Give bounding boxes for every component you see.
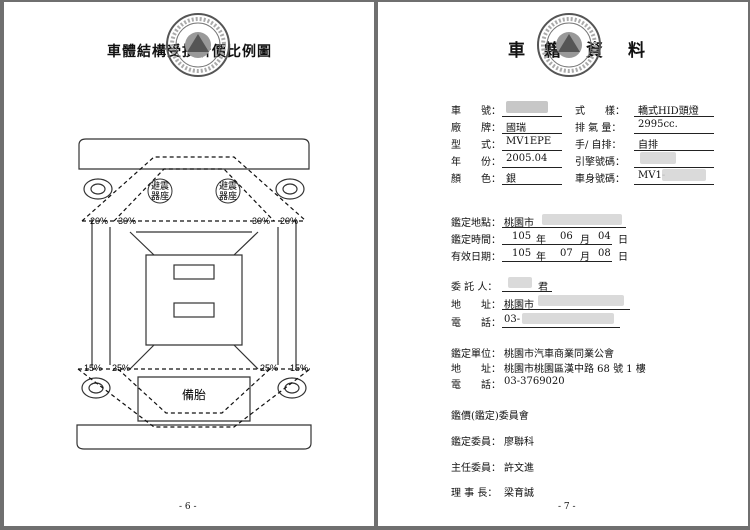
brand-label: 廠 牌： (451, 123, 501, 134)
redacted-client-name (508, 277, 532, 288)
appraiser-label: 鑑定委員： (451, 437, 501, 448)
redacted-location (542, 214, 622, 225)
month-char: 月 (580, 235, 590, 246)
appraisal-time-day: 04 (598, 231, 611, 242)
style-value: 轎式HID頭燈 (638, 106, 699, 117)
displacement-label: 排 氣 量： (575, 123, 622, 134)
unit-phone-label: 電 話： (451, 380, 501, 391)
appraisal-time-month: 06 (560, 231, 573, 242)
underline (502, 150, 562, 151)
pct-rear-left-outer: 15% (84, 363, 102, 373)
chair-label: 主任委員： (451, 463, 501, 474)
year-label: 年 份： (451, 157, 501, 168)
transmission-value: 自排 (638, 140, 658, 151)
association-seal (166, 13, 230, 77)
underline (502, 184, 562, 185)
underline (502, 133, 562, 134)
underline (634, 116, 714, 117)
redacted-plate (506, 101, 548, 113)
unit-address-label: 地 址： (451, 364, 501, 375)
underline (502, 291, 552, 292)
underline (634, 184, 714, 185)
vin-value: MV1- (638, 170, 666, 181)
director-label: 理 事 長： (451, 488, 498, 499)
unit-address-value: 桃園市桃園區漢中路 68 號 1 樓 (504, 364, 646, 375)
underline (634, 167, 714, 168)
appraisal-location-label: 鑑定地點： (451, 218, 501, 229)
model-value: MV1EPE (506, 136, 552, 147)
appraisal-time-label: 鑑定時間： (451, 235, 501, 246)
valid-month: 07 (560, 248, 573, 259)
car-structure-diagram: 避震 器座 避震 器座 20% 30% 30% 20% 15% 25% 25% … (76, 138, 312, 450)
underline (634, 150, 714, 151)
pct-front-right-outer: 20% (280, 216, 298, 226)
underline (502, 227, 626, 228)
page-number: - 6 - (179, 502, 197, 512)
client-name-suffix: 君 (538, 282, 548, 293)
displacement-value: 2995cc. (638, 119, 678, 130)
underline (502, 327, 620, 328)
client-name-label: 委 託 人： (451, 282, 498, 293)
client-phone-value: 03- (504, 314, 521, 325)
brand-value: 國瑞 (506, 123, 526, 134)
color-label: 顏 色： (451, 174, 501, 185)
style-label: 式 樣： (575, 106, 625, 117)
client-address-label: 地 址： (451, 300, 501, 311)
redacted-vin (662, 169, 706, 181)
year-char: 年 (536, 252, 546, 263)
underline (502, 116, 562, 117)
plate-label: 車 號： (451, 106, 501, 117)
appraisal-location-value: 桃園市 (504, 218, 534, 229)
day-char: 日 (618, 235, 628, 246)
shock-label-right-bottom: 器座 (219, 190, 237, 201)
underline (502, 244, 612, 245)
association-seal (537, 13, 601, 77)
appraiser-value: 廖聯科 (504, 437, 534, 448)
valid-date-label: 有效日期： (451, 252, 501, 263)
year-value: 2005.04 (506, 153, 548, 164)
left-page: 車體結構受損折價比例圖 (4, 2, 374, 526)
unit-label: 鑑定單位： (451, 349, 501, 360)
underline (502, 261, 612, 262)
model-label: 型 式： (451, 140, 501, 151)
spare-tire-label: 備胎 (182, 387, 206, 402)
redacted-engine (640, 152, 676, 164)
pct-front-left-outer: 20% (90, 216, 108, 226)
underline (634, 133, 714, 134)
client-address-value: 桃園市 (504, 300, 534, 311)
title-char-4: 料 (628, 41, 645, 61)
client-phone-label: 電 話： (451, 318, 501, 329)
unit-value: 桃園市汽車商業同業公會 (504, 349, 614, 360)
valid-year: 105 (512, 248, 532, 259)
pct-rear-right-inner: 25% (260, 363, 278, 373)
chair-value: 許文進 (504, 463, 534, 474)
unit-phone-value: 03-3769020 (504, 376, 565, 387)
shock-label-right-top: 避震 (219, 180, 237, 191)
appraisal-time-year: 105 (512, 231, 532, 242)
director-value: 梁育誠 (504, 488, 534, 499)
underline (502, 309, 630, 310)
day-char: 日 (618, 252, 628, 263)
shock-label-left-bottom: 器座 (151, 190, 169, 201)
redacted-client-address (538, 295, 624, 306)
right-page: 車 籍 資 料 車 號： 式 樣： 轎式HID頭燈 廠 牌： 國瑞 排 氣 量：… (378, 2, 748, 526)
transmission-label: 手/ 自排： (575, 140, 622, 151)
pct-rear-right-outer: 15% (290, 363, 308, 373)
pct-front-left-inner: 30% (118, 216, 136, 226)
month-char: 月 (580, 252, 590, 263)
color-value: 銀 (506, 174, 516, 185)
title-char-1: 車 (508, 41, 525, 61)
page-number: - 7 - (558, 502, 576, 512)
redacted-client-phone (522, 313, 614, 324)
valid-day: 08 (598, 248, 611, 259)
committee-heading: 鑑價(鑑定)委員會 (451, 411, 529, 422)
year-char: 年 (536, 235, 546, 246)
pct-front-right-inner: 30% (252, 216, 270, 226)
vin-label: 車身號碼： (575, 174, 625, 185)
engine-label: 引擎號碼： (575, 157, 625, 168)
shock-label-left-top: 避震 (151, 180, 169, 191)
pct-rear-left-inner: 25% (112, 363, 130, 373)
underline (502, 167, 562, 168)
